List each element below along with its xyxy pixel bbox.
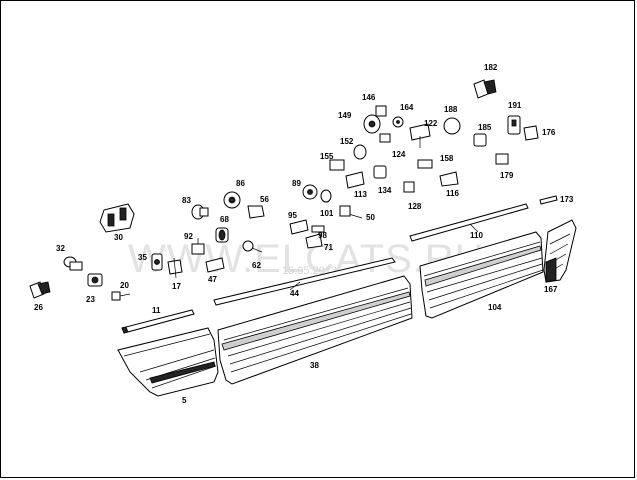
part-185-clip[interactable] bbox=[473, 133, 487, 147]
label-83: 83 bbox=[182, 196, 191, 205]
label-50: 50 bbox=[366, 213, 375, 222]
part-173-strip[interactable] bbox=[539, 195, 558, 205]
part-23-clip[interactable] bbox=[87, 273, 103, 287]
part-32-clip[interactable] bbox=[63, 256, 83, 271]
part-104-rear-molding[interactable] bbox=[419, 231, 544, 319]
label-20: 20 bbox=[120, 281, 129, 290]
label-113: 113 bbox=[354, 190, 367, 199]
part-124-clip[interactable] bbox=[379, 133, 391, 143]
label-35: 35 bbox=[138, 253, 147, 262]
part-38-door-molding[interactable] bbox=[217, 275, 413, 385]
part-86-clip[interactable] bbox=[223, 191, 241, 209]
label-89: 89 bbox=[292, 179, 301, 188]
label-68: 68 bbox=[220, 215, 229, 224]
label-176: 176 bbox=[542, 128, 556, 137]
part-176-clip[interactable] bbox=[523, 125, 539, 141]
part-98-clip[interactable] bbox=[311, 225, 325, 233]
part-182-clip[interactable] bbox=[473, 79, 497, 99]
label-128: 128 bbox=[408, 202, 422, 211]
label-122: 122 bbox=[424, 119, 438, 128]
label-191: 191 bbox=[508, 101, 522, 110]
part-149-clip[interactable] bbox=[363, 114, 381, 134]
label-11: 11 bbox=[152, 306, 161, 315]
leader-110 bbox=[469, 223, 479, 233]
label-30: 30 bbox=[114, 233, 123, 242]
part-83-clip[interactable] bbox=[191, 204, 209, 220]
part-110-strip[interactable] bbox=[409, 203, 529, 242]
leader-44 bbox=[289, 281, 301, 291]
part-35-clip[interactable] bbox=[151, 253, 163, 271]
label-173: 173 bbox=[560, 195, 574, 204]
part-158-clip[interactable] bbox=[417, 159, 433, 169]
label-32: 32 bbox=[56, 244, 65, 253]
label-47: 47 bbox=[208, 275, 217, 284]
label-182: 182 bbox=[484, 63, 498, 72]
part-71-clip[interactable] bbox=[305, 233, 323, 249]
label-26: 26 bbox=[34, 303, 43, 312]
label-124: 124 bbox=[392, 150, 406, 159]
part-47-clip[interactable] bbox=[205, 257, 225, 273]
part-122-bracket[interactable] bbox=[409, 123, 431, 148]
part-68-clip[interactable] bbox=[215, 227, 229, 243]
label-185: 185 bbox=[478, 123, 492, 132]
part-95-bracket[interactable] bbox=[289, 219, 309, 235]
part-26-clip[interactable] bbox=[29, 281, 51, 299]
part-155-bracket[interactable] bbox=[329, 159, 345, 171]
label-95: 95 bbox=[288, 211, 297, 220]
label-92: 92 bbox=[184, 232, 193, 241]
part-30-bracket[interactable] bbox=[99, 203, 135, 233]
part-116-bracket[interactable] bbox=[439, 171, 459, 187]
label-155: 155 bbox=[320, 152, 334, 161]
label-23: 23 bbox=[86, 295, 95, 304]
part-191-clip[interactable] bbox=[507, 115, 521, 135]
label-17: 17 bbox=[172, 282, 181, 291]
label-188: 188 bbox=[444, 105, 458, 114]
label-116: 116 bbox=[446, 189, 459, 198]
part-17-clip[interactable] bbox=[167, 257, 183, 279]
part-11-strip[interactable] bbox=[121, 309, 195, 334]
part-164-washer[interactable] bbox=[392, 116, 404, 128]
part-50-screw[interactable] bbox=[339, 205, 363, 219]
part-152-clip[interactable] bbox=[353, 144, 367, 160]
part-56-screw[interactable] bbox=[247, 205, 265, 219]
label-44: 44 bbox=[290, 289, 299, 298]
label-167: 167 bbox=[544, 285, 558, 294]
label-158: 158 bbox=[440, 154, 454, 163]
label-146: 146 bbox=[362, 93, 376, 102]
label-179: 179 bbox=[500, 171, 514, 180]
part-92-clip[interactable] bbox=[191, 238, 205, 255]
part-167-rear-quarter[interactable] bbox=[543, 219, 577, 283]
part-44-strip[interactable] bbox=[213, 257, 396, 306]
part-179-clip[interactable] bbox=[495, 153, 509, 165]
part-134-clip[interactable] bbox=[373, 165, 387, 179]
label-98: 98 bbox=[318, 231, 327, 240]
part-113-bracket[interactable] bbox=[345, 171, 365, 189]
label-71: 71 bbox=[324, 243, 333, 252]
part-89-clip[interactable] bbox=[302, 184, 318, 200]
label-38: 38 bbox=[310, 361, 319, 370]
label-101: 101 bbox=[320, 209, 334, 218]
label-164: 164 bbox=[400, 103, 414, 112]
label-134: 134 bbox=[378, 186, 392, 195]
part-146-clip[interactable] bbox=[375, 105, 387, 117]
label-152: 152 bbox=[340, 137, 354, 146]
part-128-clip[interactable] bbox=[403, 181, 415, 193]
part-101-clip[interactable] bbox=[320, 189, 332, 203]
part-5-front-molding[interactable] bbox=[117, 327, 219, 397]
label-149: 149 bbox=[338, 111, 352, 120]
label-62: 62 bbox=[252, 261, 261, 270]
label-110: 110 bbox=[470, 231, 483, 240]
part-20-screw[interactable] bbox=[111, 291, 131, 301]
label-56: 56 bbox=[260, 195, 269, 204]
part-62-screw[interactable] bbox=[242, 240, 263, 253]
label-86: 86 bbox=[236, 179, 245, 188]
label-104: 104 bbox=[488, 303, 502, 312]
part-188-clip[interactable] bbox=[443, 117, 461, 135]
label-5: 5 bbox=[182, 396, 187, 405]
